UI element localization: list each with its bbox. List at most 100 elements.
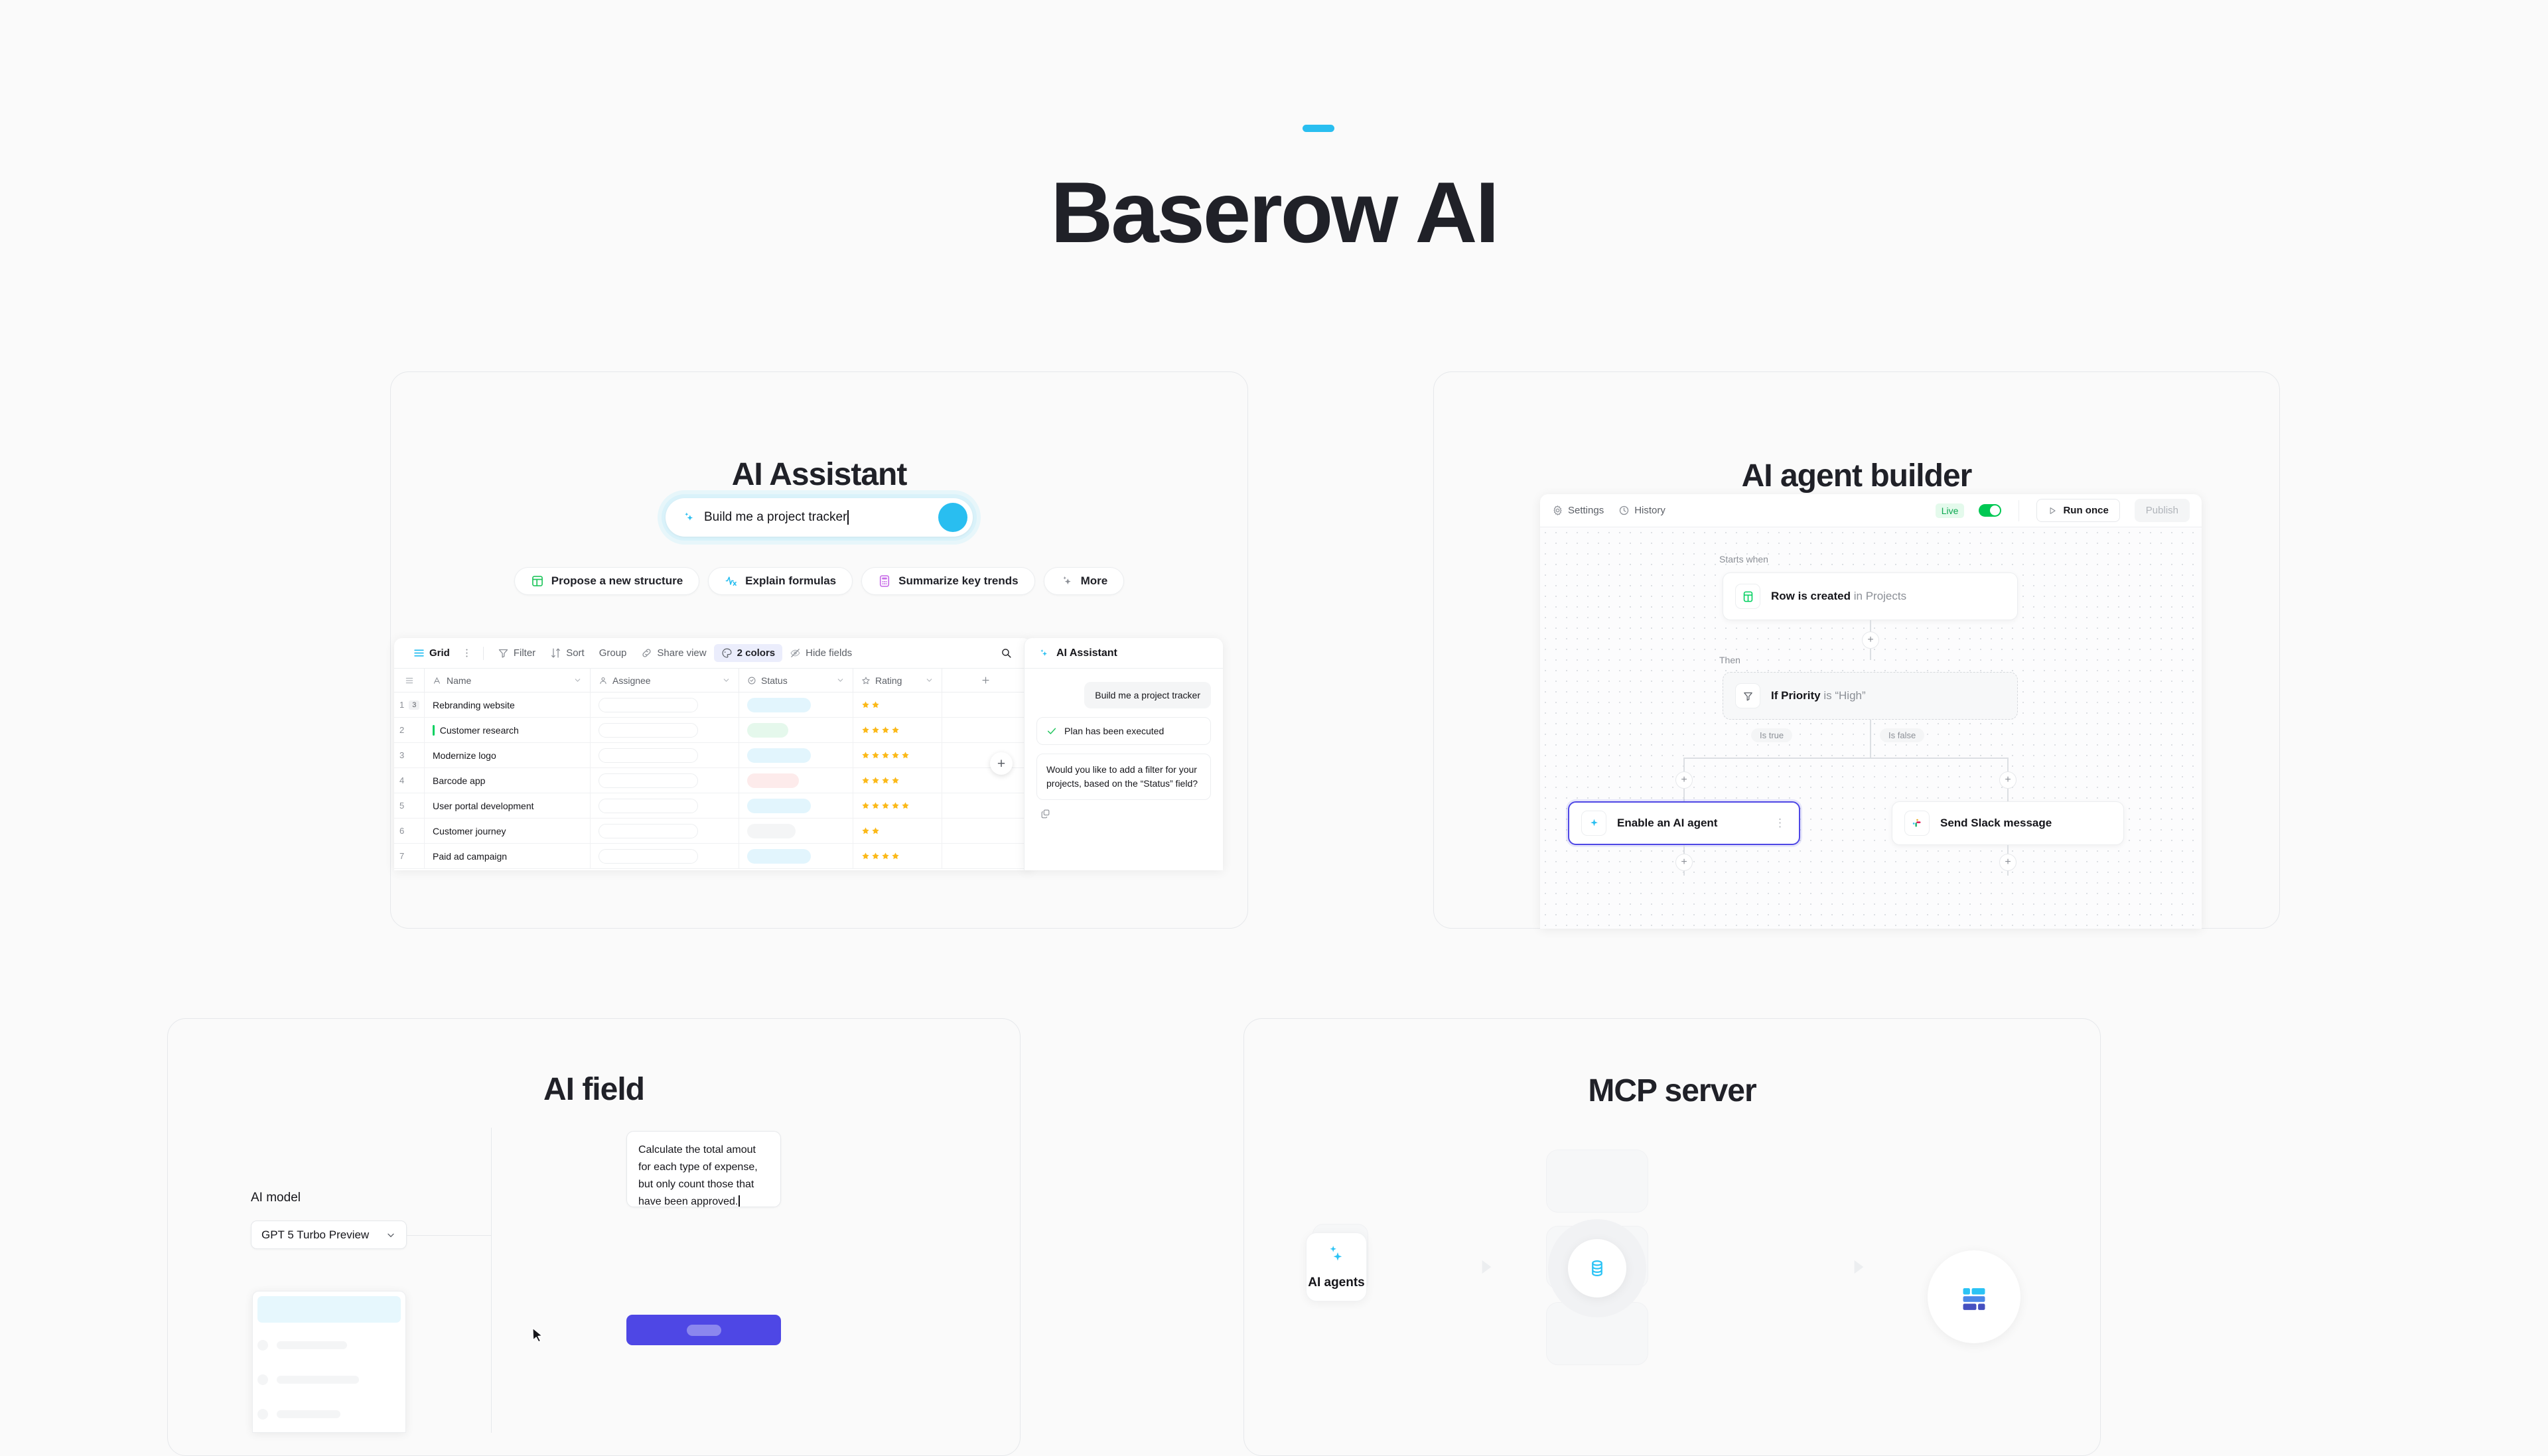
cell-status[interactable] — [739, 743, 853, 767]
builder-settings-button[interactable]: Settings — [1552, 505, 1604, 516]
chevron-down-icon[interactable] — [925, 676, 934, 685]
toolbar-share-view-button[interactable]: Share view — [634, 644, 713, 662]
cell-rating[interactable] — [853, 768, 942, 793]
flow-node-condition[interactable]: If Priority is “High” — [1723, 672, 2018, 720]
flow-node-send-slack-message[interactable]: Send Slack message — [1892, 801, 2124, 845]
dropdown-option-highlighted[interactable] — [257, 1296, 401, 1323]
column-header-assignee[interactable]: Assignee — [591, 669, 739, 692]
cell-name[interactable]: Barcode app — [425, 768, 591, 793]
toolbar-colors-button[interactable]: 2 colors — [713, 644, 783, 662]
grid-search-button[interactable] — [993, 644, 1019, 662]
flow-node-trigger[interactable]: Row is created in Projects — [1723, 572, 2018, 620]
cell-status[interactable] — [739, 693, 853, 717]
ai-field-prompt-textarea[interactable]: Calculate the total amout for each type … — [626, 1131, 781, 1207]
assignee-placeholder-pill — [599, 722, 698, 738]
cell-assignee[interactable] — [591, 844, 739, 868]
cell-assignee[interactable] — [591, 693, 739, 717]
cell-status[interactable] — [739, 819, 853, 843]
view-selector-grid[interactable]: Grid — [406, 644, 457, 662]
cell-name-text: Customer research — [439, 724, 519, 736]
flow-add-step-button-false[interactable]: + — [1999, 771, 2017, 789]
mcp-database-circle[interactable] — [1568, 1239, 1626, 1297]
column-header-rating[interactable]: Rating — [853, 669, 942, 692]
assistant-search-row: Build me a project tracker — [390, 494, 1248, 541]
cell-name[interactable]: Rebranding website — [425, 693, 591, 717]
cell-status[interactable] — [739, 793, 853, 818]
send-circle-icon[interactable] — [938, 503, 967, 532]
cell-assignee[interactable] — [591, 793, 739, 818]
add-row-fab-button[interactable]: + — [990, 752, 1013, 775]
cell-assignee[interactable] — [591, 768, 739, 793]
dropdown-option-avatar — [257, 1340, 268, 1351]
live-toggle[interactable] — [1979, 504, 2002, 517]
cell-status[interactable] — [739, 844, 853, 868]
cell-name[interactable]: Customer research — [425, 718, 591, 742]
assistant-search-input[interactable]: Build me a project tracker — [666, 498, 973, 537]
cell-empty — [942, 768, 1028, 793]
chip-explain-formulas[interactable]: Explain formulas — [708, 567, 853, 595]
chevron-down-icon[interactable] — [573, 676, 582, 685]
flow-node-enable-ai-agent[interactable]: Enable an AI agent ⋮ — [1568, 801, 1800, 845]
cell-rating[interactable] — [853, 743, 942, 767]
chip-summarize-key-trends[interactable]: Summarize key trends — [861, 567, 1035, 595]
cell-status[interactable] — [739, 768, 853, 793]
cell-rating[interactable] — [853, 793, 942, 818]
toolbar-hide-fields-button[interactable]: Hide fields — [782, 644, 859, 662]
assignee-placeholder-pill — [599, 697, 698, 712]
cursor-arrow-icon — [532, 1327, 543, 1343]
cell-name[interactable]: Modernize logo — [425, 743, 591, 767]
cell-name[interactable]: Customer journey — [425, 819, 591, 843]
row-number: 2 — [399, 725, 405, 735]
ai-model-dropdown[interactable] — [252, 1291, 406, 1433]
cell-rating[interactable] — [853, 819, 942, 843]
chip-more[interactable]: More — [1043, 567, 1125, 595]
chevron-down-icon[interactable] — [722, 676, 731, 685]
more-vertical-icon[interactable]: ⋮ — [1774, 817, 1787, 829]
cell-name[interactable]: Paid ad campaign — [425, 844, 591, 868]
flow-add-step-button-1[interactable]: + — [1862, 631, 1879, 649]
star-icon — [862, 701, 869, 708]
cell-assignee[interactable] — [591, 718, 739, 742]
builder-history-button[interactable]: History — [1618, 505, 1665, 516]
toolbar-label: Hide fields — [806, 647, 853, 659]
column-header-status[interactable]: Status — [739, 669, 853, 692]
cell-rating[interactable] — [853, 693, 942, 717]
column-header-name[interactable]: Name — [425, 669, 591, 692]
dropdown-option-placeholder[interactable] — [257, 1333, 401, 1357]
add-field-button[interactable] — [942, 669, 1028, 692]
toolbar-filter-button[interactable]: Filter — [490, 644, 543, 662]
publish-button[interactable]: Publish — [2134, 499, 2190, 522]
cell-status[interactable] — [739, 718, 853, 742]
cell-assignee[interactable] — [591, 743, 739, 767]
dropdown-option-placeholder[interactable] — [257, 1402, 401, 1426]
chevron-down-icon[interactable] — [836, 676, 845, 685]
dropdown-option-placeholder[interactable] — [257, 1368, 401, 1392]
cell-rating[interactable] — [853, 718, 942, 742]
cell-name[interactable]: User portal development — [425, 793, 591, 818]
ai-model-select[interactable]: GPT 5 Turbo Preview — [251, 1221, 407, 1249]
dropdown-option-text-placeholder — [277, 1341, 347, 1349]
run-once-button[interactable]: Run once — [2036, 499, 2120, 522]
table-row[interactable]: 2 Customer research — [394, 718, 1031, 743]
cell-rating[interactable] — [853, 844, 942, 868]
view-options-button[interactable] — [457, 644, 476, 662]
mcp-agents-card[interactable]: AI agents — [1306, 1232, 1367, 1301]
ai-field-generate-button[interactable] — [626, 1315, 781, 1345]
flow-add-step-button-3[interactable]: + — [1675, 854, 1693, 871]
agent-flow-canvas[interactable]: Starts when Row is created in Projects +… — [1540, 527, 2202, 929]
flow-add-step-button-4[interactable]: + — [1999, 854, 2017, 871]
toolbar-sort-button[interactable]: Sort — [543, 644, 592, 662]
toolbar-group-button[interactable]: Group — [592, 644, 634, 662]
copy-message-button[interactable] — [1036, 809, 1211, 822]
flow-add-step-button-true[interactable]: + — [1675, 771, 1693, 789]
cell-assignee[interactable] — [591, 819, 739, 843]
mcp-app-circle[interactable] — [1928, 1250, 2020, 1343]
plus-icon — [982, 677, 989, 684]
chip-propose-new-structure[interactable]: Propose a new structure — [514, 567, 700, 595]
